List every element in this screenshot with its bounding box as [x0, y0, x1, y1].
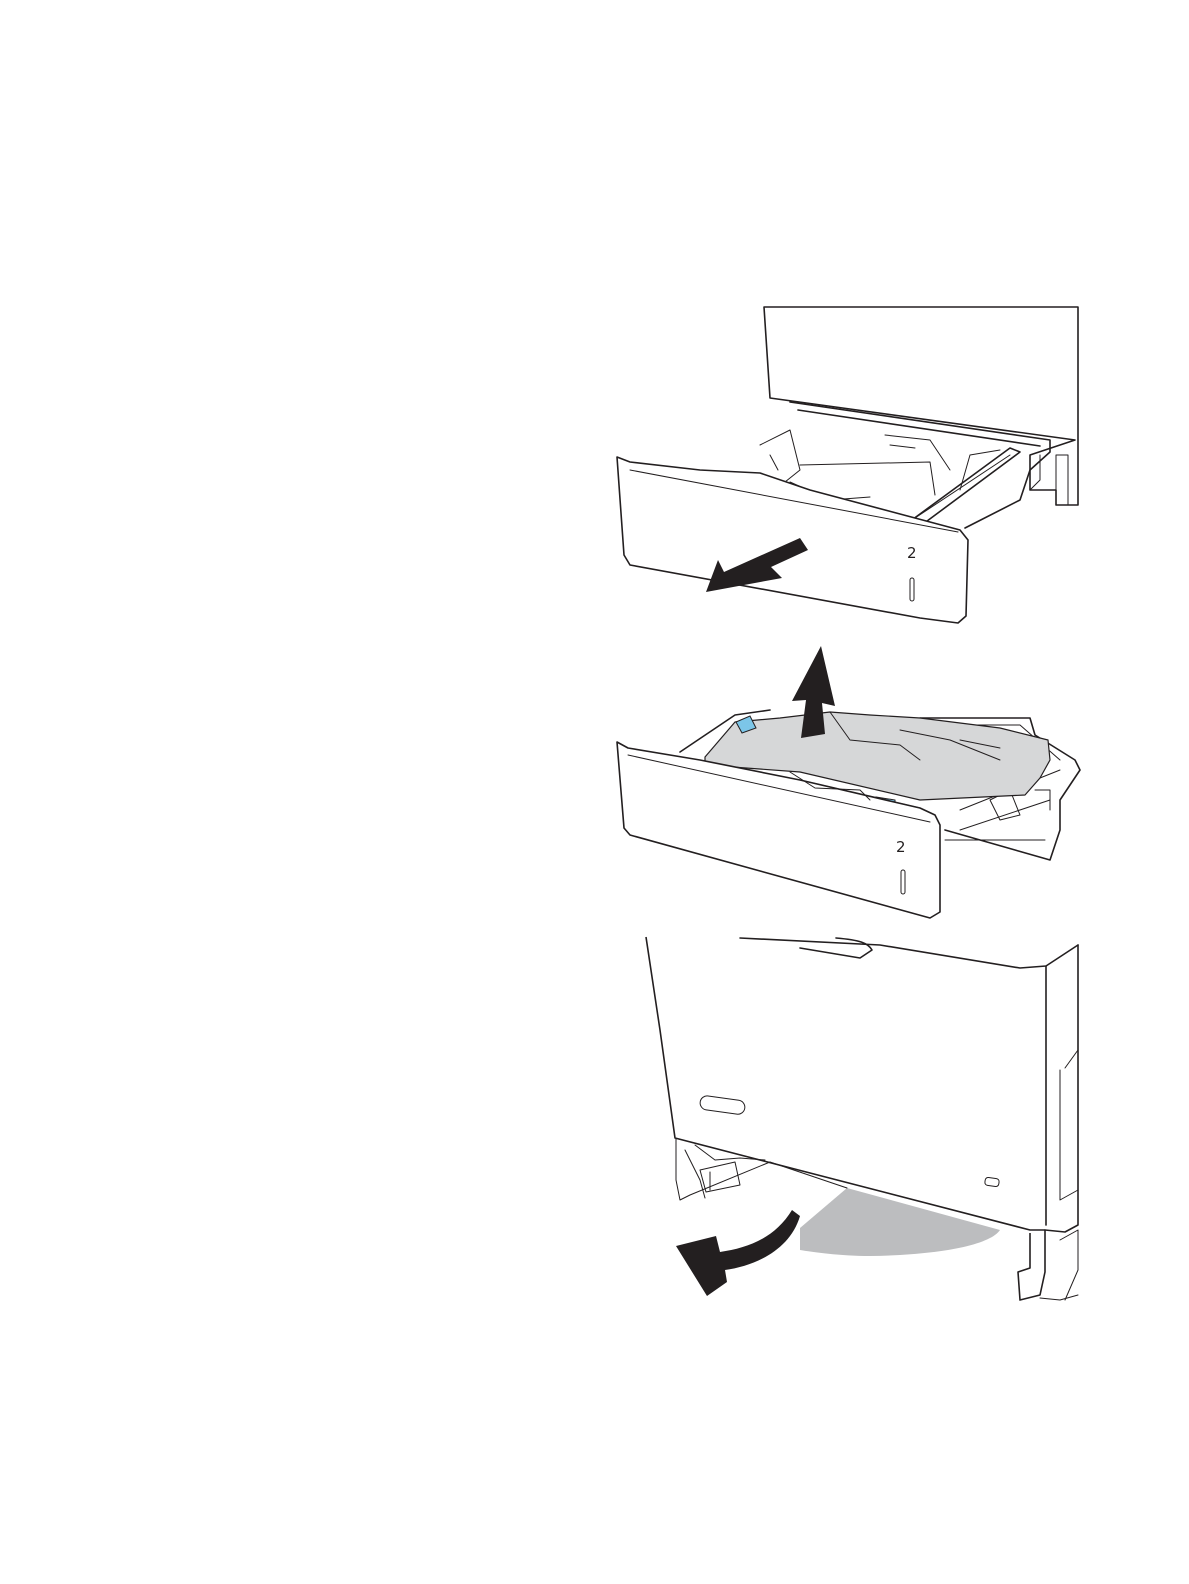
door-latch	[985, 1177, 1000, 1187]
tray-2-front-panel	[617, 457, 968, 623]
tray-number-label: 2	[896, 838, 906, 856]
tray-number-label: 2	[907, 544, 917, 562]
step-2-remove-jammed-paper: 2	[617, 646, 1080, 918]
step-1-pull-out-tray: 2	[617, 307, 1078, 623]
open-door-arrow	[676, 1210, 800, 1296]
printer-body-back	[764, 307, 1078, 505]
step-3-open-lower-door	[646, 937, 1078, 1300]
